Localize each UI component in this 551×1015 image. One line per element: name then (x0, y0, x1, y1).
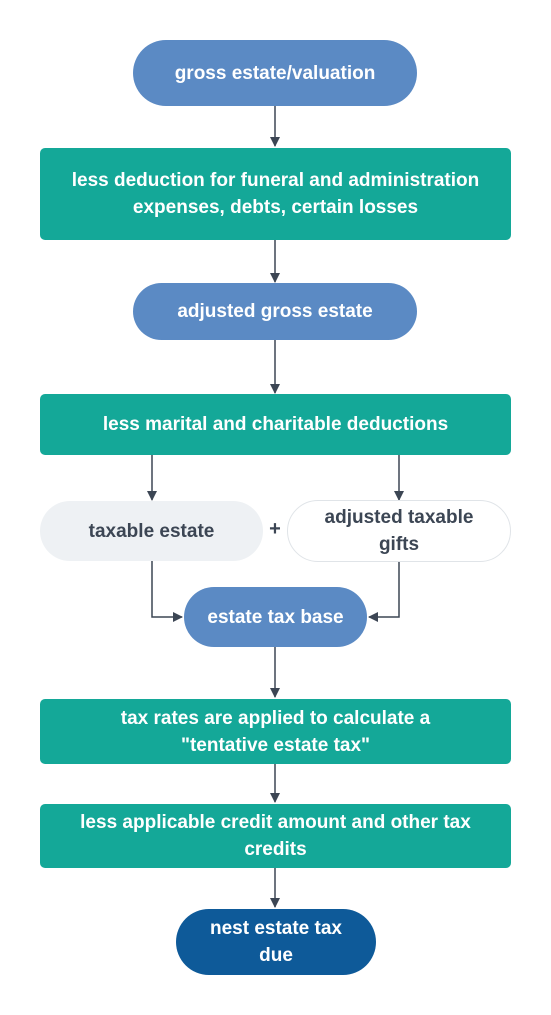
adjusted-gross-estate-label: adjusted gross estate (177, 301, 373, 322)
arrow-taxable-estate-to-tax-base (151, 561, 183, 622)
adjusted-taxable-gifts-node: adjusted taxable gifts (287, 500, 511, 562)
nest-estate-tax-due-label: nest estate tax due (209, 918, 342, 966)
tax-rates-applied-label: tax rates are applied to calculate a "te… (120, 707, 431, 756)
nest-estate-tax-due-node: nest estate tax due (176, 909, 376, 975)
taxable-estate-label: taxable estate (88, 520, 215, 542)
less-applicable-credit-node: less applicable credit amount and other … (40, 804, 511, 868)
estate-tax-base-node: estate tax base (184, 587, 367, 647)
plus-sign: + (269, 517, 281, 540)
less-deduction-funeral-node: less deduction for funeral and administr… (40, 148, 511, 240)
estate-tax-base-label: estate tax base (207, 606, 344, 628)
arrow-adjusted-gifts-to-tax-base (368, 562, 400, 622)
less-marital-charitable-label: less marital and charitable deductions (102, 414, 449, 435)
gross-estate-node: gross estate/valuation (133, 40, 417, 106)
tax-rates-applied-node: tax rates are applied to calculate a "te… (40, 699, 511, 764)
adjusted-gross-estate-node: adjusted gross estate (133, 283, 417, 340)
less-applicable-credit-label: less applicable credit amount and other … (80, 812, 471, 860)
less-deduction-funeral-label: less deduction for funeral and administr… (71, 170, 480, 218)
gross-estate-label: gross estate/valuation (174, 62, 376, 84)
less-marital-charitable-node: less marital and charitable deductions (40, 394, 511, 455)
taxable-estate-node: taxable estate (40, 501, 263, 561)
adjusted-taxable-gifts-label: adjusted taxable gifts (324, 507, 474, 555)
